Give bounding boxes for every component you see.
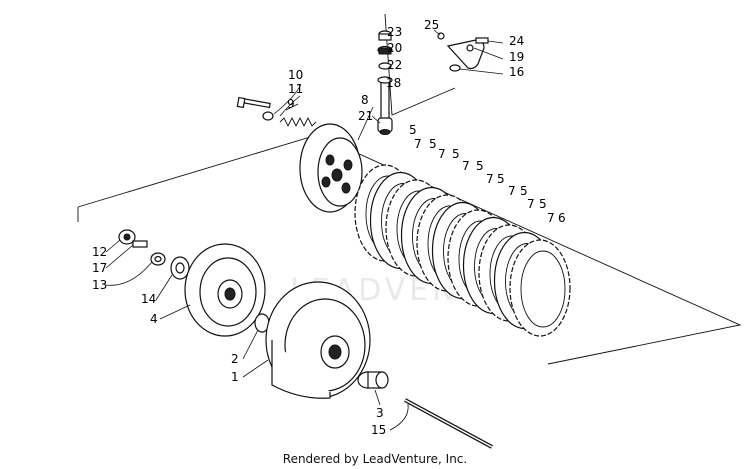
part-label: 5 bbox=[539, 197, 547, 211]
clutch-housing bbox=[265, 281, 371, 399]
part-label: 10 bbox=[288, 68, 303, 82]
part-label: 15 bbox=[371, 423, 386, 437]
part-label: 3 bbox=[376, 406, 384, 420]
part-label: 24 bbox=[509, 34, 524, 48]
plate-inner-ring bbox=[520, 250, 566, 328]
part-label: 7 bbox=[508, 184, 516, 198]
part-label: 14 bbox=[141, 292, 156, 306]
part-label: 20 bbox=[387, 41, 402, 55]
clutch-plate-stack bbox=[354, 164, 571, 337]
footer-credit: Rendered by LeadVenture, Inc. bbox=[283, 452, 467, 466]
part-label: 7 bbox=[438, 147, 446, 161]
leader-lines bbox=[105, 29, 504, 431]
release-lever bbox=[437, 32, 489, 72]
part-label: 1 bbox=[231, 370, 239, 384]
part-label: 16 bbox=[509, 65, 524, 79]
part-label: 23 bbox=[387, 25, 402, 39]
collar bbox=[357, 371, 389, 389]
assembly-outline bbox=[77, 134, 742, 365]
part-label: 13 bbox=[92, 278, 107, 292]
bolt-spring-set bbox=[236, 96, 317, 128]
part-label: 7 bbox=[486, 172, 494, 186]
small-hardware bbox=[118, 229, 190, 280]
part-label: 21 bbox=[358, 109, 373, 123]
part-label: 22 bbox=[387, 58, 402, 72]
part-label: 7 bbox=[547, 211, 555, 225]
part-label: 7 bbox=[414, 137, 422, 151]
part-label: 8 bbox=[361, 93, 369, 107]
part-label: 5 bbox=[409, 123, 417, 137]
part-label: 5 bbox=[520, 184, 528, 198]
part-label: 5 bbox=[452, 147, 460, 161]
part-label: 9 bbox=[287, 97, 295, 111]
friction-plate bbox=[509, 239, 571, 337]
part-label: 11 bbox=[288, 82, 303, 96]
push-rod-highlight bbox=[404, 399, 493, 448]
part-label: 19 bbox=[509, 50, 524, 64]
clutch-hub bbox=[184, 243, 266, 337]
part-label: 6 bbox=[558, 211, 566, 225]
part-label: 18 bbox=[386, 76, 401, 90]
part-label: 2 bbox=[231, 352, 239, 366]
part-label: 7 bbox=[462, 159, 470, 173]
part-label: 4 bbox=[150, 312, 158, 326]
part-label: 5 bbox=[476, 159, 484, 173]
part-label: 5 bbox=[497, 172, 505, 186]
lifter-assembly bbox=[377, 30, 393, 135]
pressure-plate bbox=[299, 123, 363, 213]
part-label: 25 bbox=[424, 18, 439, 32]
part-label: 12 bbox=[92, 245, 107, 259]
part-label: 17 bbox=[92, 261, 107, 275]
part-label: 7 bbox=[527, 197, 535, 211]
part-label: 5 bbox=[429, 137, 437, 151]
